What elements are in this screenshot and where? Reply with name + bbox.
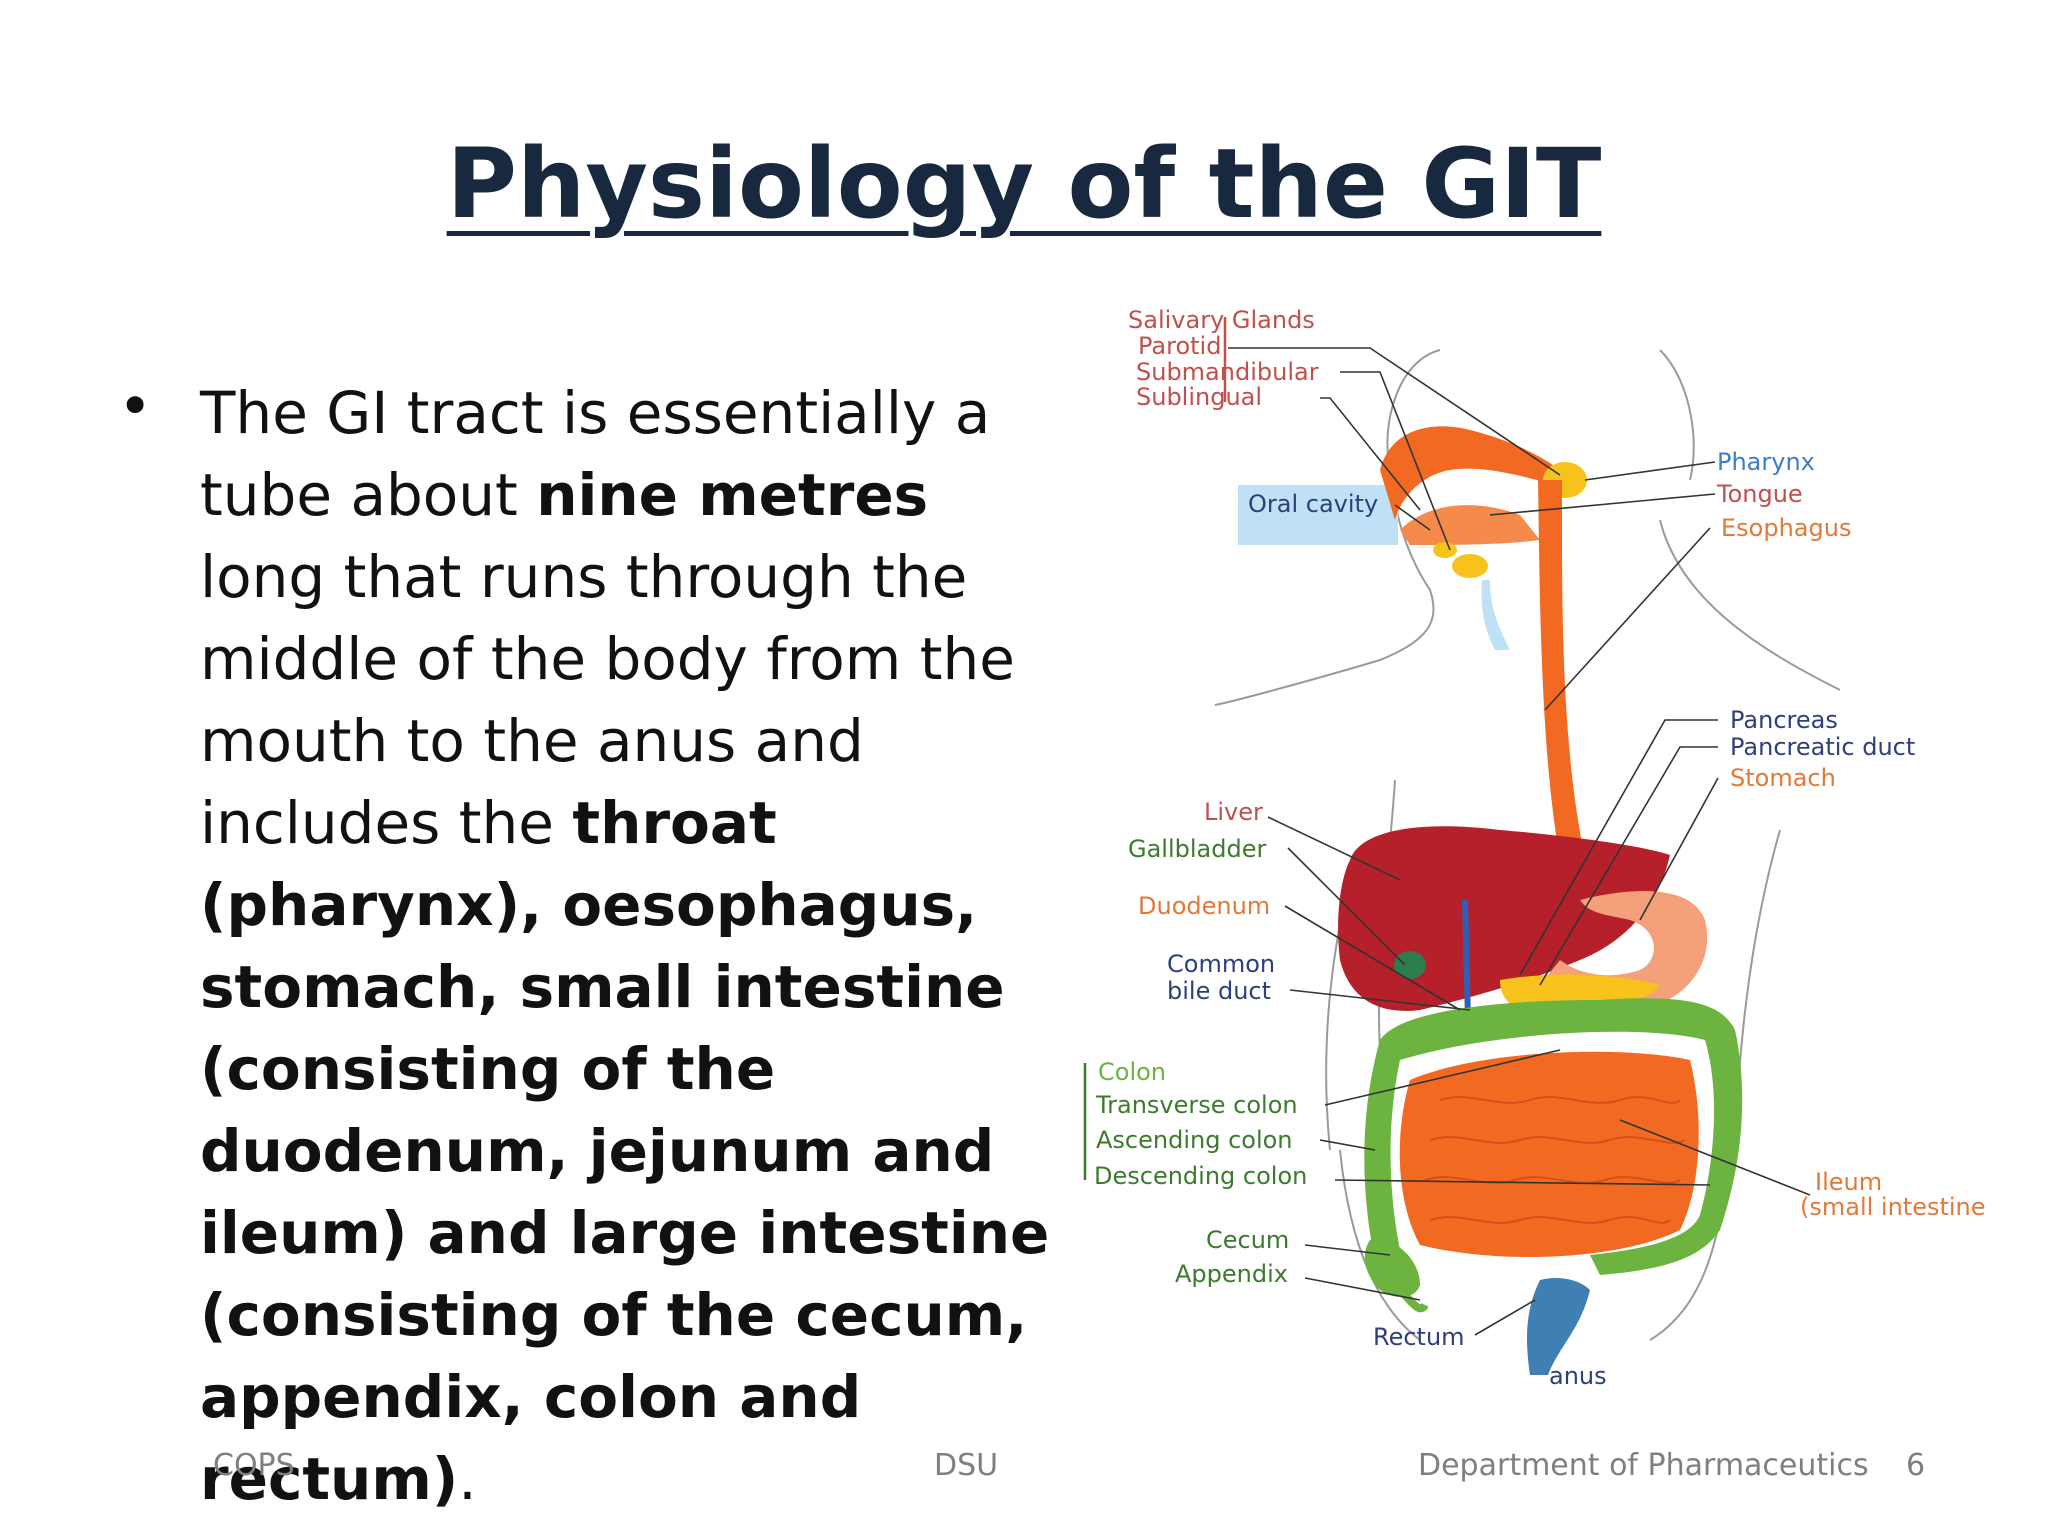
label-sublingual: Sublingual: [1136, 383, 1262, 411]
bile-duct-line: [1462, 899, 1471, 1021]
label-small-intestine: (small intestine: [1800, 1193, 1986, 1221]
label-gallbladder: Gallbladder: [1128, 835, 1266, 863]
footer-left: COPS: [213, 1448, 295, 1483]
bullet-marker: •: [118, 372, 153, 440]
label-salivary-glands: Salivary Glands: [1128, 306, 1315, 334]
slide-title-text: Physiology of the GIT: [446, 128, 1602, 240]
tongue-shape: [1400, 505, 1540, 545]
label-transverse-colon: Transverse colon: [1095, 1091, 1298, 1119]
label-colon: Colon: [1098, 1058, 1166, 1086]
colon-shape: [1364, 998, 1743, 1275]
sublingual-gland: [1433, 542, 1457, 558]
digestive-system-diagram: Salivary Glands Parotid Submandibular Su…: [1083, 306, 1986, 1390]
label-pharynx: Pharynx: [1717, 448, 1815, 476]
label-rectum: Rectum: [1373, 1323, 1465, 1351]
bullet-text-emphasis-length: nine metres: [536, 461, 929, 529]
trachea: [1481, 580, 1510, 650]
footer-right: Department of Pharmaceutics: [1418, 1448, 1869, 1483]
palate: [1380, 426, 1560, 520]
label-stomach: Stomach: [1730, 764, 1836, 792]
leader-lines: [1083, 317, 1811, 1336]
intestine-folds: [1424, 1096, 1686, 1224]
label-tongue: Tongue: [1716, 480, 1803, 508]
esophagus-tube: [1538, 480, 1590, 885]
bullet-text-part-1: The GI tract is essentially a tube about: [200, 379, 991, 529]
label-anus: anus: [1549, 1362, 1607, 1390]
label-appendix: Appendix: [1175, 1260, 1288, 1288]
submandibular-gland: [1452, 554, 1488, 578]
label-duodenum: Duodenum: [1138, 892, 1270, 920]
label-ascending-colon: Ascending colon: [1096, 1126, 1293, 1154]
label-common: Common: [1167, 950, 1275, 978]
cecum-shape: [1364, 1239, 1420, 1297]
label-pancreas: Pancreas: [1730, 706, 1838, 734]
label-esophagus: Esophagus: [1721, 514, 1851, 542]
label-liver: Liver: [1204, 798, 1263, 826]
small-intestine-shape: [1399, 1051, 1699, 1257]
label-descending-colon: Descending colon: [1094, 1162, 1307, 1190]
footer-center: DSU: [934, 1448, 999, 1483]
label-parotid: Parotid: [1138, 332, 1221, 360]
bullet-text-part-2: long that runs through the middle of the…: [200, 543, 1015, 857]
gallbladder-shape: [1394, 951, 1426, 979]
bullet-text-emphasis-organs: throat (pharynx), oesophagus, stomach, s…: [200, 789, 1050, 1513]
oral-cavity-highlight: [1238, 485, 1398, 545]
label-cecum: Cecum: [1206, 1226, 1289, 1254]
label-ileum: Ileum: [1815, 1168, 1882, 1196]
label-oral-cavity: Oral cavity: [1248, 490, 1378, 518]
appendix-shape: [1397, 1287, 1429, 1313]
label-bile-duct: bile duct: [1167, 977, 1271, 1005]
bullet-text-period: .: [458, 1445, 477, 1513]
label-pancreatic-duct: Pancreatic duct: [1730, 733, 1915, 761]
slide-title: Physiology of the GIT: [0, 131, 2048, 238]
bullet-text: The GI tract is essentially a tube about…: [200, 372, 1070, 1520]
footer-page-number: 6: [1906, 1448, 1926, 1483]
rectum-shape: [1527, 1278, 1590, 1375]
label-submandibular: Submandibular: [1136, 358, 1319, 386]
